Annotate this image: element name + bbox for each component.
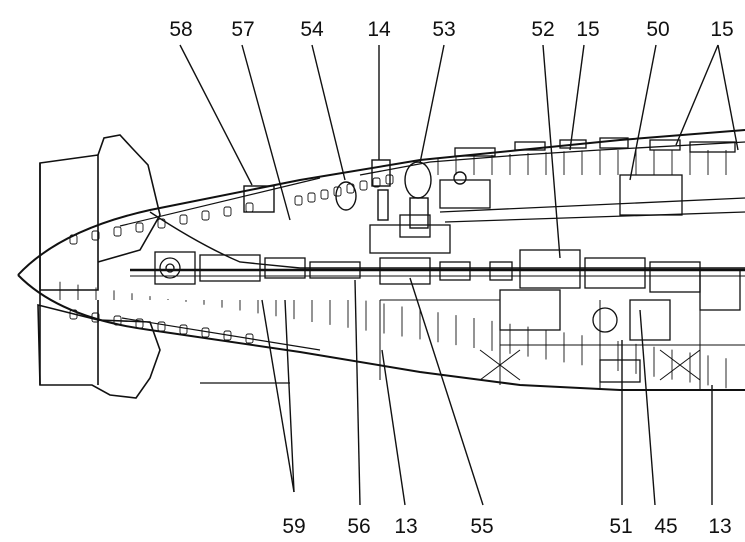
leader-45 [639, 309, 656, 506]
callout-58: 58 [169, 18, 192, 41]
callout-15b: 15 [710, 18, 733, 41]
leader-15b-2 [717, 44, 739, 151]
callout-51: 51 [609, 515, 632, 538]
leader-lines [179, 44, 739, 506]
rivet-port [320, 189, 329, 200]
rivet-port [91, 230, 100, 241]
callout-15a: 15 [576, 18, 599, 41]
rivet-port [223, 206, 232, 217]
leader-53 [419, 44, 445, 164]
callout-59: 59 [282, 515, 305, 538]
rivet-port [113, 226, 122, 237]
hull-frames [59, 150, 727, 389]
leader-59-2 [284, 299, 295, 493]
leader-13a [381, 349, 406, 506]
rivet-port [69, 309, 78, 320]
callout-13b: 13 [708, 515, 731, 538]
leader-15b-1 [675, 44, 719, 146]
rivet-port [245, 202, 254, 213]
bottom-callouts: 59 56 13 55 51 45 13 [282, 515, 731, 538]
rivet-port [372, 177, 381, 188]
top-callouts: 58 57 54 14 53 52 15 50 15 [169, 18, 733, 41]
callout-50: 50 [646, 18, 669, 41]
leader-54 [311, 44, 346, 181]
leader-52 [542, 44, 561, 259]
drive-shaft-machinery [130, 214, 745, 383]
rivet-port [385, 174, 394, 185]
upper-casing [359, 137, 745, 223]
leader-58 [179, 44, 253, 186]
callout-56: 56 [347, 515, 370, 538]
rivet-port [179, 324, 188, 335]
deck-fittings [243, 159, 467, 229]
rivet-port [201, 210, 210, 221]
callout-53: 53 [432, 18, 455, 41]
callout-14: 14 [367, 18, 391, 41]
rivet-port [245, 333, 254, 344]
rivet-port [359, 180, 368, 191]
rivet-port [201, 327, 210, 338]
leader-56 [354, 279, 361, 506]
leader-15a [569, 44, 585, 151]
callout-45: 45 [654, 515, 677, 538]
rivet-port [135, 222, 144, 233]
rivet-port [307, 192, 316, 203]
leader-50 [629, 44, 657, 181]
lower-compartments [200, 299, 745, 390]
callout-54: 54 [300, 18, 324, 41]
leader-57 [241, 44, 291, 221]
rivet-port [157, 218, 166, 229]
callout-55: 55 [470, 515, 493, 538]
hull-rivets [69, 174, 394, 344]
leader-59-1 [261, 299, 295, 493]
callout-13a: 13 [394, 515, 417, 538]
rivet-port [135, 318, 144, 329]
leader-55 [409, 277, 484, 506]
rivet-port [346, 183, 355, 194]
rivet-port [91, 312, 100, 323]
callout-57: 57 [231, 18, 254, 41]
rivet-port [69, 234, 78, 245]
rivet-port [294, 195, 303, 206]
rivet-port [157, 321, 166, 332]
rivet-port [223, 330, 232, 341]
stern-rudder [37, 134, 161, 399]
rivet-port [113, 315, 122, 326]
rivet-port [179, 214, 188, 225]
rivet-port [333, 186, 342, 197]
callout-52: 52 [531, 18, 554, 41]
